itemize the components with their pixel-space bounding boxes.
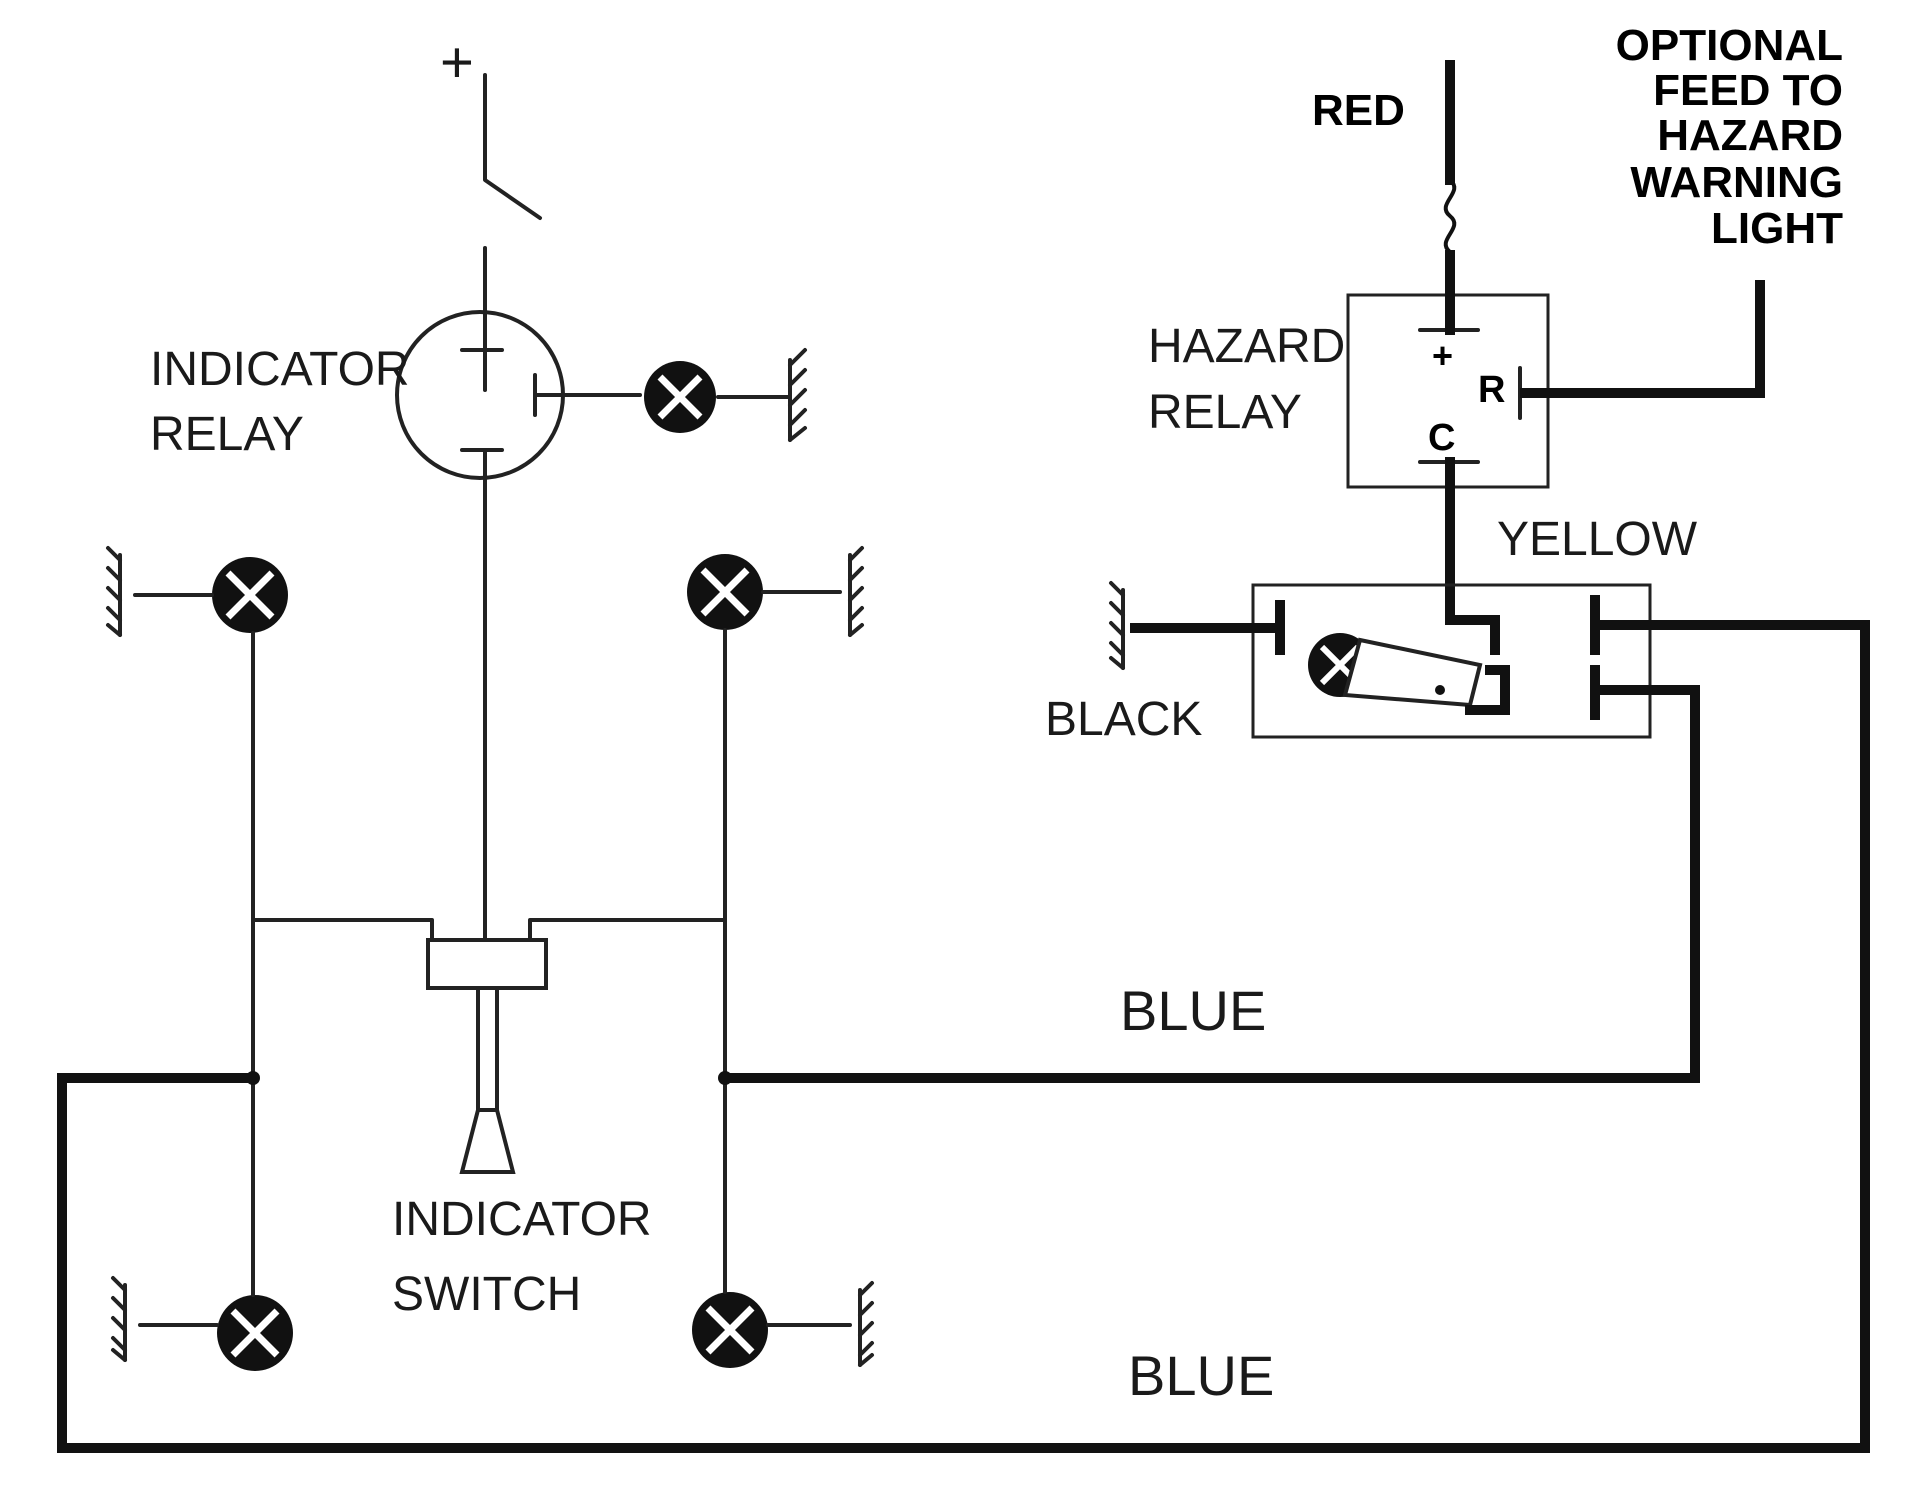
earth-symbol-icon [111,1276,219,1362]
lamp-front-left-icon [212,557,288,633]
blue-wire-left-circuit [57,620,1870,1453]
ignition-switch-contact [483,73,542,220]
blue-wire-lower-label: BLUE [1128,1344,1274,1407]
indicator-relay: INDICATOR RELAY [150,310,642,957]
hazard-switch-rocker [1342,637,1483,708]
indicator-switch-label-line1: INDICATOR [392,1193,652,1246]
rocker-contact [1465,665,1510,715]
lamp-rear-right-icon [692,1292,768,1368]
hazard-terminal-plus-label: + [1432,335,1453,376]
yellow-wire [1445,457,1500,655]
switch-left-link [251,918,434,942]
optional-feed-label-line4: WARNING [1630,158,1843,207]
blue-wires: BLUE BLUE [57,620,1870,1453]
indicator-relay-label-line2: RELAY [150,408,304,461]
optional-feed-label-line3: HAZARD [1657,111,1843,160]
hazard-relay: HAZARD RELAY + R C [1148,293,1550,489]
earth-symbol-icon [106,546,214,637]
warning-lamp-icon [644,361,716,433]
optional-feed-label-line1: OPTIONAL [1616,21,1843,70]
switch-right-link [528,918,727,942]
yellow-wire-label: YELLOW [1497,513,1698,566]
optional-feed-wire [1520,280,1765,398]
blue-wire-right-circuit [720,685,1700,1083]
earth-symbol-icon [761,546,864,637]
hazard-relay-label-line1: HAZARD [1148,320,1345,373]
optional-feed-label-line5: LIGHT [1711,204,1843,253]
supply-switch: + [440,30,542,392]
optional-feed: OPTIONAL FEED TO HAZARD WARNING LIGHT [1520,21,1843,398]
rocker-pivot [1435,685,1445,695]
indicator-switch-knob-icon [459,1108,516,1174]
earth-symbol-icon [1109,581,1125,670]
earth-symbol-icon [716,348,807,442]
blue-wire-upper-label: BLUE [1120,979,1266,1042]
black-wire-label: BLACK [1045,693,1202,746]
indicator-relay-label-line1: INDICATOR [150,343,410,396]
hazard-switch: YELLOW BLACK [1045,457,1698,746]
indicator-switch-body [426,938,548,990]
indicator-switch-label-line2: SWITCH [392,1268,581,1321]
indicator-switch-stalk [476,986,499,1112]
hazard-terminal-r-label: R [1478,369,1505,411]
earth-symbol-icon [766,1281,874,1367]
hazard-terminal-c-label: C [1428,417,1455,459]
red-feed: RED [1312,60,1457,335]
lamp-rear-left-icon [217,1295,293,1371]
optional-feed-label-line2: FEED TO [1653,66,1843,115]
hazard-switch-body [1251,583,1652,739]
hazard-relay-label-line2: RELAY [1148,386,1302,439]
fuse-icon [1443,178,1457,254]
red-wire-label: RED [1312,86,1405,135]
supply-plus-label: + [440,30,474,95]
lamp-front-right-icon [687,554,763,630]
indicator-switch: INDICATOR SWITCH [251,628,727,1321]
